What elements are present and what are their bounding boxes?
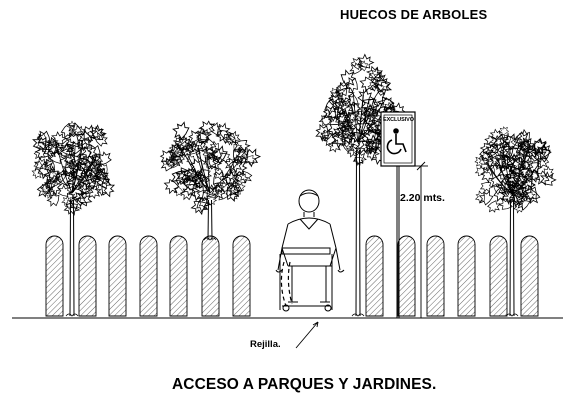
tree bbox=[156, 116, 263, 241]
height-dimension-label: 2.20 mts. bbox=[400, 192, 445, 204]
tree bbox=[471, 124, 558, 317]
fence-post bbox=[520, 235, 539, 317]
grate-callout-leader bbox=[295, 321, 319, 349]
fence-post bbox=[108, 235, 127, 317]
fence-post bbox=[169, 235, 188, 317]
fence-post bbox=[139, 235, 158, 317]
sign-text: EXCLUSIVO bbox=[383, 117, 414, 123]
fence-post bbox=[489, 235, 508, 317]
fence-post bbox=[45, 235, 64, 317]
fence-post bbox=[457, 235, 476, 317]
accessibility-sign bbox=[380, 111, 416, 318]
fence-post bbox=[365, 235, 384, 317]
wheelchair-accessibility-icon bbox=[386, 128, 407, 155]
fence-posts bbox=[45, 235, 539, 317]
tree bbox=[311, 52, 407, 317]
fence-post bbox=[78, 235, 97, 317]
trees bbox=[30, 52, 558, 317]
fence-post bbox=[201, 235, 220, 317]
fence-post bbox=[232, 235, 251, 317]
tree bbox=[30, 120, 119, 317]
bottom-title: ACCESO A PARQUES Y JARDINES. bbox=[172, 376, 437, 393]
height-dimension-line bbox=[414, 161, 428, 318]
top-title: HUECOS DE ARBOLES bbox=[340, 7, 488, 22]
fence-post bbox=[426, 235, 445, 317]
wheelchair-user-figure bbox=[275, 189, 345, 312]
grate-callout-label: Rejilla. bbox=[250, 339, 281, 350]
fence-post bbox=[397, 235, 416, 317]
